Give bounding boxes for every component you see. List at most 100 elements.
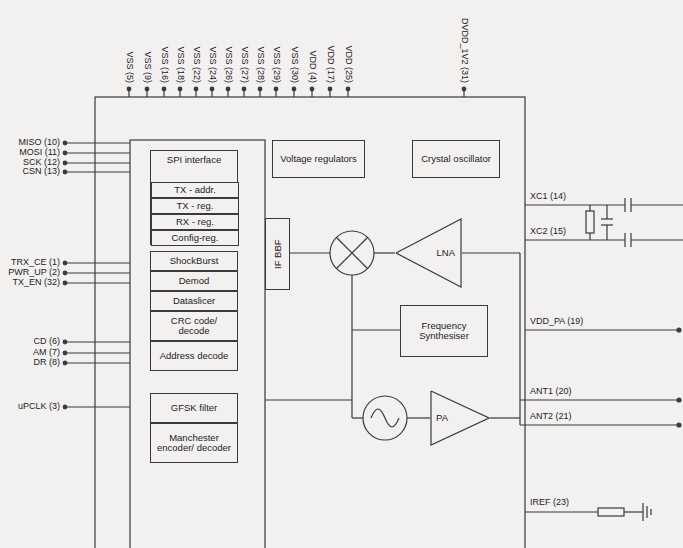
pin-name: VDD (4) (307, 49, 317, 84)
function-box: Demod (150, 271, 238, 291)
pin-stub (63, 271, 130, 275)
block-label: Manchester encoder/ decoder (155, 433, 233, 454)
mixer-symbol (330, 231, 374, 275)
block-label: Config-reg. (172, 233, 219, 243)
block-label: Demod (179, 276, 210, 286)
digital-block-outline (130, 140, 265, 548)
pin-name: VSS (18) (175, 45, 185, 84)
amplifier-triangle: LNA (395, 218, 462, 288)
block-label: LNA (437, 248, 455, 258)
pin-name: XC2 (15) (529, 227, 567, 237)
pin-stub (63, 351, 130, 355)
pin-stub (63, 161, 130, 165)
function-box: Config-reg. (151, 230, 239, 246)
pin-name: XC1 (14) (529, 192, 567, 202)
block-label: Voltage regulators (280, 154, 357, 164)
pin-stub (63, 141, 130, 145)
pin-name: VSS (26) (223, 45, 233, 84)
pin-stub (292, 87, 296, 97)
pin-stub (462, 87, 466, 97)
pin-name: DVDD_1V2 (31) (459, 17, 469, 84)
pin-stub (63, 405, 130, 409)
triangle-path (431, 391, 489, 445)
pin-name: PWR_UP (2) (7, 268, 61, 278)
block-label: CRC code/ decode (155, 316, 233, 337)
pin-stub (310, 87, 314, 97)
pin-name: VSS (5) (124, 50, 134, 84)
function-box: ShockBurst (150, 251, 238, 271)
pin-name: TRX_CE (1) (10, 258, 61, 268)
block-label: TX - addr. (174, 185, 216, 195)
filter-box: IF BBF (265, 218, 290, 290)
function-box: Voltage regulators (272, 140, 365, 178)
pin-name: MOSI (11) (18, 148, 61, 158)
pin-name: VSS (30) (289, 45, 299, 84)
pin-stub (63, 170, 130, 174)
function-box: CRC code/ decode (150, 311, 238, 341)
triangle-path (396, 219, 461, 287)
pin-stubs (63, 87, 466, 409)
function-box: GFSK filter (150, 393, 238, 423)
pin-stub (328, 87, 332, 97)
block-label: SPI interface (167, 155, 221, 165)
pin-stub (63, 281, 130, 285)
function-box: RX - reg. (151, 214, 239, 230)
pin-name: IREF (23) (529, 498, 570, 508)
pin-stub (127, 87, 131, 97)
function-box: Dataslicer (150, 291, 238, 311)
pin-name: VSS (16) (159, 45, 169, 84)
block-label: Address decode (160, 351, 229, 361)
function-box: Crystal oscillator (412, 140, 500, 178)
block-label: TX - reg. (177, 201, 214, 211)
block-label: IF BBF (272, 239, 282, 269)
pin-name: ANT1 (20) (529, 387, 573, 397)
pin-stub (63, 151, 130, 155)
pin-stub (162, 87, 166, 97)
pin-name: CSN (13) (21, 167, 61, 177)
pin-stub (178, 87, 182, 97)
pin-stub (63, 261, 130, 265)
function-box: Frequency Synthesiser (400, 305, 488, 357)
function-box: Manchester encoder/ decoder (150, 423, 238, 463)
pin-name: VSS (9) (142, 50, 152, 84)
block-label: RX - reg. (176, 217, 214, 227)
pin-name: VDD_PA (19) (529, 317, 584, 327)
chip-outline (95, 97, 525, 548)
supply-antenna-wires (520, 328, 681, 427)
pin-stub (210, 87, 214, 97)
block-label: PA (436, 413, 448, 423)
pin-stub (145, 87, 149, 97)
block-label: Frequency Synthesiser (405, 321, 483, 342)
pin-name: VSS (24) (207, 45, 217, 84)
pin-name: DR (8) (33, 358, 62, 368)
function-box: TX - addr. (151, 182, 239, 198)
pin-name: AM (7) (32, 348, 61, 358)
amplifier-triangle: PA (430, 390, 490, 446)
pin-name: uPCLK (3) (17, 402, 61, 412)
pin-name: VSS (28) (255, 45, 265, 84)
pin-name: VSS (29) (271, 45, 281, 84)
pin-name: CD (6) (33, 337, 62, 347)
pin-name: MISO (10) (17, 138, 61, 148)
pin-stub (274, 87, 278, 97)
pin-name: TX_EN (32) (11, 278, 61, 288)
pin-stub (194, 87, 198, 97)
block-label: Crystal oscillator (421, 154, 491, 164)
pin-name: ANT2 (21) (529, 412, 573, 422)
pin-stub (226, 87, 230, 97)
pin-name: VDD (17) (325, 44, 335, 84)
crystal-network (525, 198, 683, 247)
function-box: Address decode (150, 341, 238, 371)
pin-stub (258, 87, 262, 97)
oscillator-symbol (363, 396, 407, 440)
pin-stub (242, 87, 246, 97)
pin-stub (346, 87, 350, 97)
block-label: ShockBurst (170, 256, 219, 266)
function-box: SPI interface TX - addr. TX - reg. RX - reg… (150, 150, 238, 245)
pin-name: VSS (27) (239, 45, 249, 84)
pin-stub (63, 361, 130, 365)
pin-name: VSS (22) (191, 45, 201, 84)
